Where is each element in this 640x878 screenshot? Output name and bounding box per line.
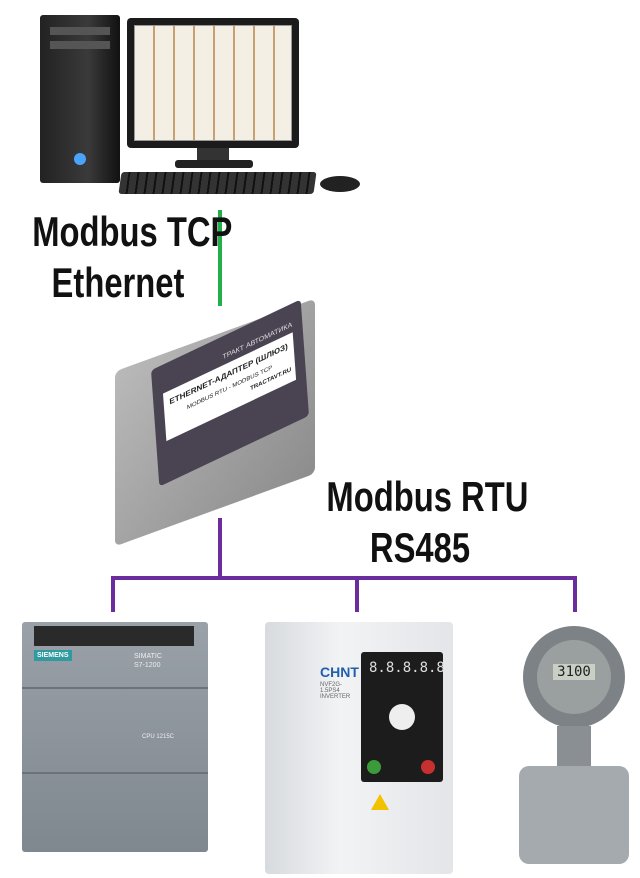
plc-brand: SIEMENS <box>34 650 72 661</box>
run-button[interactable] <box>367 760 381 774</box>
pressure-transmitter: 3100 <box>515 618 633 868</box>
inverter-brand: CHNT <box>320 664 359 680</box>
ethernet-adapter: ТРАКТ АВТОМАТИКА ETHERNET-АДАПТЕР (ШЛЮЗ)… <box>115 298 325 547</box>
label-ethernet: Ethernet <box>51 259 185 306</box>
inverter-knob[interactable] <box>389 704 415 730</box>
pc-tower <box>40 15 120 183</box>
keyboard <box>118 172 317 194</box>
rs485-trunk <box>218 518 222 580</box>
rs485-drop-transmitter <box>573 576 577 612</box>
transmitter-display: 3100 <box>553 664 595 680</box>
label-modbus-tcp: Modbus TCP <box>32 208 233 255</box>
plc-cpu: CPU 1215C <box>142 734 175 740</box>
ethernet-link <box>218 210 222 306</box>
inverter-display: 8.8.8.8.8 <box>369 660 445 676</box>
power-button-icon <box>74 153 86 165</box>
inverter-model: NVF2G-1.5PS4 INVERTER <box>320 682 351 700</box>
rs485-drop-inverter <box>355 576 359 612</box>
chint-inverter: CHNT NVF2G-1.5PS4 INVERTER 8.8.8.8.8 <box>265 622 453 874</box>
warning-icon <box>371 794 389 810</box>
label-modbus-rtu: Modbus RTU <box>326 473 529 520</box>
rs485-bus <box>111 576 577 580</box>
stop-button[interactable] <box>421 760 435 774</box>
inverter-panel: 8.8.8.8.8 <box>361 652 445 782</box>
computer <box>35 10 365 200</box>
siemens-plc: SIEMENS SIMATIC S7-1200 CPU 1215C <box>22 622 208 852</box>
rs485-drop-plc <box>111 576 115 612</box>
mouse <box>320 176 360 192</box>
plc-model: SIMATIC S7-1200 <box>134 653 162 669</box>
label-rs485: RS485 <box>369 524 471 571</box>
monitor <box>127 18 299 148</box>
scada-screen <box>134 25 292 141</box>
